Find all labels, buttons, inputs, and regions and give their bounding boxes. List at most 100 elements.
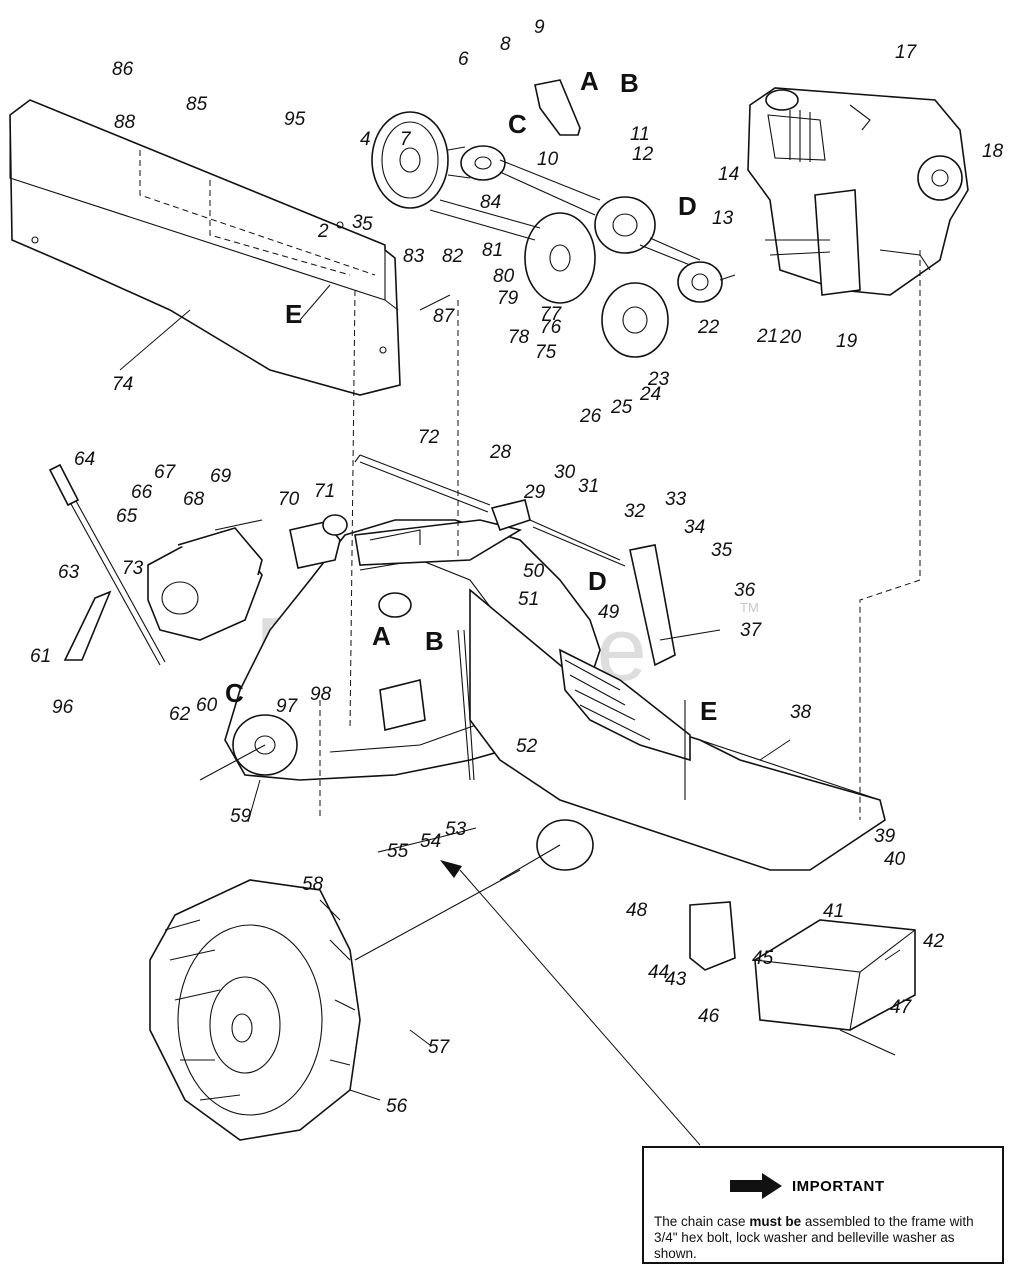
part-label: 56 bbox=[386, 1096, 408, 1117]
part-label: 18 bbox=[982, 141, 1004, 162]
watermark-tm: TM bbox=[740, 600, 759, 615]
part-label: 82 bbox=[442, 246, 464, 267]
linkage-rods bbox=[354, 454, 721, 800]
part-label: 42 bbox=[923, 931, 945, 952]
part-label: 55 bbox=[387, 841, 409, 862]
part-label: 86 bbox=[112, 59, 134, 80]
callout-letters: A B C D E A B C D E bbox=[225, 66, 717, 726]
letter-d-mid: D bbox=[588, 566, 607, 596]
part-label: 54 bbox=[420, 831, 441, 852]
part-label: 57 bbox=[428, 1037, 451, 1058]
part-label: 31 bbox=[578, 476, 599, 497]
part-label: 28 bbox=[489, 442, 512, 463]
part-label: 4 bbox=[360, 129, 371, 150]
part-label: 69 bbox=[210, 466, 232, 487]
part-label: 17 bbox=[895, 42, 918, 63]
part-label: 85 bbox=[186, 94, 208, 115]
part-label: 23 bbox=[647, 369, 670, 390]
part-label: 84 bbox=[480, 192, 501, 213]
part-label: 71 bbox=[314, 481, 335, 502]
letter-d-top: D bbox=[678, 191, 697, 221]
part-label: 75 bbox=[535, 342, 557, 363]
note-pointer bbox=[377, 827, 701, 1146]
part-label: 7 bbox=[400, 129, 412, 150]
part-label: 19 bbox=[836, 331, 858, 352]
part-label: 66 bbox=[131, 482, 153, 503]
letter-a-mid: A bbox=[372, 621, 391, 651]
belt-guard-cover bbox=[9, 99, 401, 396]
note-body: The chain case must be assembled to the … bbox=[654, 1214, 994, 1262]
letter-c-top: C bbox=[508, 109, 527, 139]
part-label: 14 bbox=[718, 164, 739, 185]
part-label: 51 bbox=[518, 589, 539, 610]
part-label: 49 bbox=[598, 602, 620, 623]
letter-e-mid: E bbox=[700, 696, 717, 726]
note-heading: IMPORTANT bbox=[792, 1178, 885, 1195]
part-label: 2 bbox=[317, 221, 329, 242]
part-label: 60 bbox=[196, 695, 218, 716]
wheel-tire bbox=[149, 819, 594, 1141]
part-label: 52 bbox=[516, 736, 538, 757]
part-label: 48 bbox=[626, 900, 648, 921]
part-label: 6 bbox=[458, 49, 469, 70]
part-label: 87 bbox=[433, 306, 456, 327]
part-label: 8 bbox=[500, 34, 511, 55]
frame bbox=[354, 519, 886, 871]
part-label: 79 bbox=[497, 288, 519, 309]
part-label: 22 bbox=[697, 317, 720, 338]
front-weight bbox=[689, 901, 916, 1056]
part-label: 35 bbox=[711, 540, 733, 561]
part-label: 37 bbox=[740, 620, 763, 641]
part-label: 9 bbox=[534, 17, 545, 38]
shift-lever-gearbox bbox=[48, 463, 348, 666]
part-label: 34 bbox=[684, 517, 705, 538]
part-label: 33 bbox=[665, 489, 687, 510]
part-label: 50 bbox=[523, 561, 545, 582]
part-label: 39 bbox=[874, 826, 896, 847]
part-label: 3 bbox=[352, 212, 363, 233]
part-label: 40 bbox=[884, 849, 906, 870]
letter-e-top: E bbox=[285, 299, 302, 329]
letter-b-top: B bbox=[620, 68, 639, 98]
part-label: 26 bbox=[579, 406, 602, 427]
part-label: 53 bbox=[445, 819, 467, 840]
part-label: 10 bbox=[537, 149, 559, 170]
part-label: 20 bbox=[779, 327, 802, 348]
part-label: 46 bbox=[698, 1006, 720, 1027]
part-label: 29 bbox=[523, 482, 546, 503]
part-label: 43 bbox=[665, 969, 687, 990]
part-label: 47 bbox=[890, 997, 913, 1018]
part-label: 36 bbox=[734, 580, 756, 601]
reference-lines bbox=[319, 250, 921, 820]
part-label: 68 bbox=[183, 489, 205, 510]
part-label: 74 bbox=[112, 374, 133, 395]
part-label: 70 bbox=[278, 489, 300, 510]
part-label: 13 bbox=[712, 208, 734, 229]
note-text-end: assembled to the frame with 3/4" hex bol… bbox=[654, 1214, 974, 1261]
part-label: 83 bbox=[403, 246, 425, 267]
part-label: 72 bbox=[418, 427, 440, 448]
part-label: 11 bbox=[630, 124, 650, 145]
part-label: 76 bbox=[540, 317, 562, 338]
leader-lines bbox=[119, 284, 901, 1101]
part-label: 61 bbox=[30, 646, 51, 667]
part-label: 62 bbox=[169, 704, 191, 725]
pulley-drive-assembly bbox=[371, 111, 736, 358]
part-label: 59 bbox=[230, 806, 252, 827]
part-label: 21 bbox=[756, 326, 778, 347]
part-label: 41 bbox=[823, 901, 844, 922]
part-label: 67 bbox=[154, 462, 177, 483]
part-label: 64 bbox=[74, 449, 95, 470]
part-label: 30 bbox=[554, 462, 576, 483]
part-label: 12 bbox=[632, 144, 654, 165]
bracket-9 bbox=[534, 79, 581, 136]
letter-a-top: A bbox=[580, 66, 599, 96]
part-label: 80 bbox=[493, 266, 515, 287]
letter-c-mid: C bbox=[225, 678, 244, 708]
note-emphasis: must be bbox=[749, 1214, 802, 1229]
part-label: 96 bbox=[52, 697, 74, 718]
part-label: 73 bbox=[122, 558, 144, 579]
part-label: 81 bbox=[482, 240, 503, 261]
part-labels: 2 3 4 5 6 7 8 9 10 11 12 13 14 17 18 19 … bbox=[30, 17, 1004, 1117]
